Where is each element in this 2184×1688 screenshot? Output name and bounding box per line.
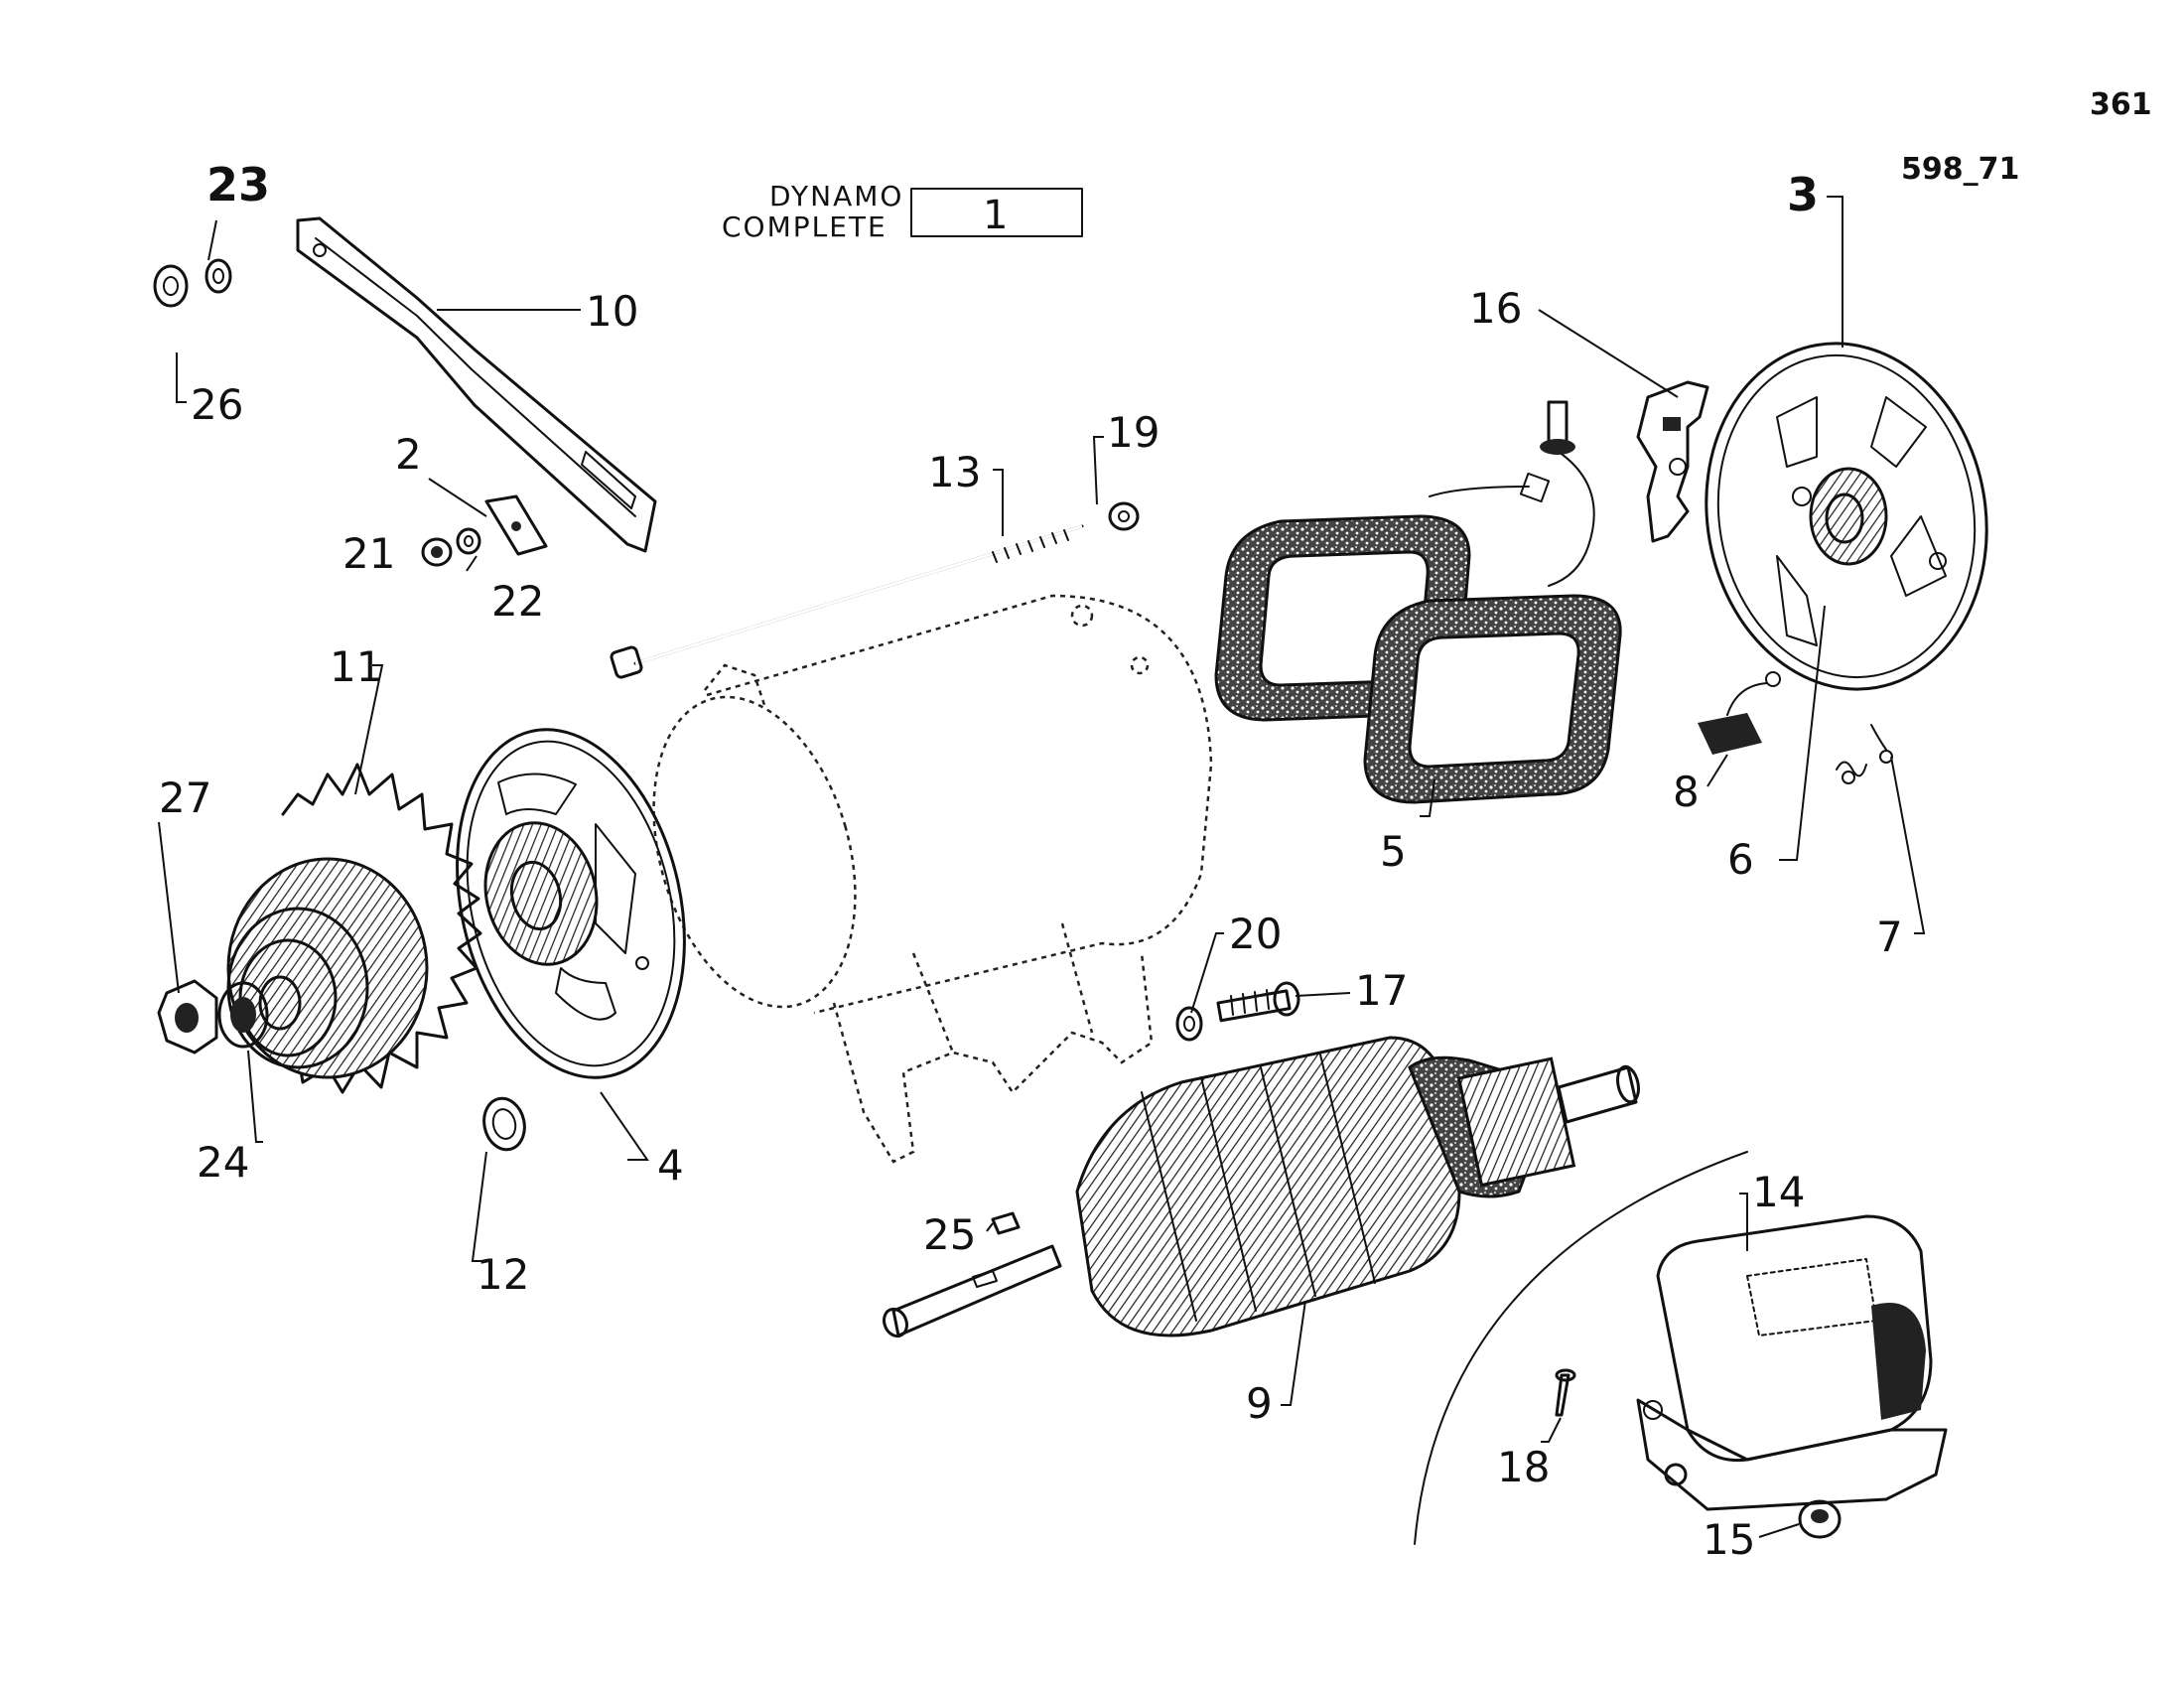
callout-26: 26 [191, 380, 243, 429]
part-25-key [991, 1211, 1021, 1235]
callout-3: 3 [1787, 168, 1819, 221]
part-14-regulator [1636, 1214, 1948, 1511]
part-13-through-bolt [610, 524, 1084, 679]
part-17-bolt [1216, 981, 1300, 1023]
part-16-brush-bracket [1636, 380, 1709, 543]
leader-lines [158, 196, 1926, 1538]
part-21-nut [421, 537, 453, 567]
callout-10: 10 [586, 287, 638, 336]
callout-8: 8 [1673, 768, 1700, 816]
callout-18: 18 [1497, 1443, 1550, 1491]
part-23-washer [205, 258, 232, 294]
part-3-commutator-end-bracket [1705, 342, 1988, 691]
title-ref-number: 1 [983, 193, 1008, 238]
title-block: DYNAMO COMPLETE 1 [722, 180, 1083, 243]
callout-9: 9 [1246, 1379, 1273, 1428]
part-15-grommet [1798, 1499, 1842, 1539]
part-7-springs [1836, 724, 1893, 784]
callout-21: 21 [342, 529, 395, 578]
callout-17: 17 [1355, 966, 1408, 1015]
part-22-washer [456, 527, 481, 555]
title-ref-box [910, 188, 1083, 237]
part-8-brush [1698, 671, 1781, 755]
callout-11: 11 [330, 642, 382, 691]
page-number: 361 [2090, 87, 2152, 122]
part-27-nut [157, 979, 218, 1055]
part-20-washer [1175, 1006, 1203, 1042]
part-2-plate [484, 494, 548, 556]
callout-24: 24 [197, 1138, 249, 1187]
part-10-bracket [296, 216, 657, 553]
dynamo-yoke-outline [652, 594, 1213, 1164]
callout-5: 5 [1380, 827, 1407, 876]
part-24-lockwasher [217, 981, 269, 1049]
callout-4: 4 [657, 1141, 684, 1190]
callout-27: 27 [159, 774, 211, 822]
callout-19: 19 [1107, 408, 1160, 457]
title-line-2: COMPLETE [722, 211, 887, 243]
callout-16: 16 [1469, 284, 1522, 333]
part-12-washer [482, 1096, 526, 1152]
part-5-field-coils [1214, 400, 1622, 804]
part-19-nut [1108, 501, 1140, 531]
callout-15: 15 [1703, 1515, 1755, 1564]
title-line-1: DYNAMO [769, 180, 903, 212]
part-18-screw [1555, 1368, 1576, 1417]
part-9-armature [883, 1036, 1640, 1338]
part-26-nut [153, 264, 189, 308]
callout-12: 12 [477, 1250, 529, 1299]
callout-labels: 2 3 4 5 6 7 8 9 10 11 12 13 14 15 16 17 … [159, 158, 1903, 1564]
callout-23: 23 [206, 158, 270, 211]
regulator-separator-arc [1414, 1151, 1748, 1545]
drawing-reference: 598_71 [1901, 152, 2019, 187]
callout-25: 25 [923, 1210, 976, 1259]
callout-22: 22 [491, 577, 544, 626]
callout-20: 20 [1229, 910, 1282, 958]
part-11-fan-pulley [226, 763, 482, 1094]
part-4-end-plate [456, 728, 686, 1079]
callout-6: 6 [1727, 835, 1754, 884]
callout-7: 7 [1876, 913, 1903, 961]
callout-13: 13 [928, 448, 981, 496]
callout-14: 14 [1752, 1168, 1805, 1216]
callout-2: 2 [395, 430, 422, 479]
